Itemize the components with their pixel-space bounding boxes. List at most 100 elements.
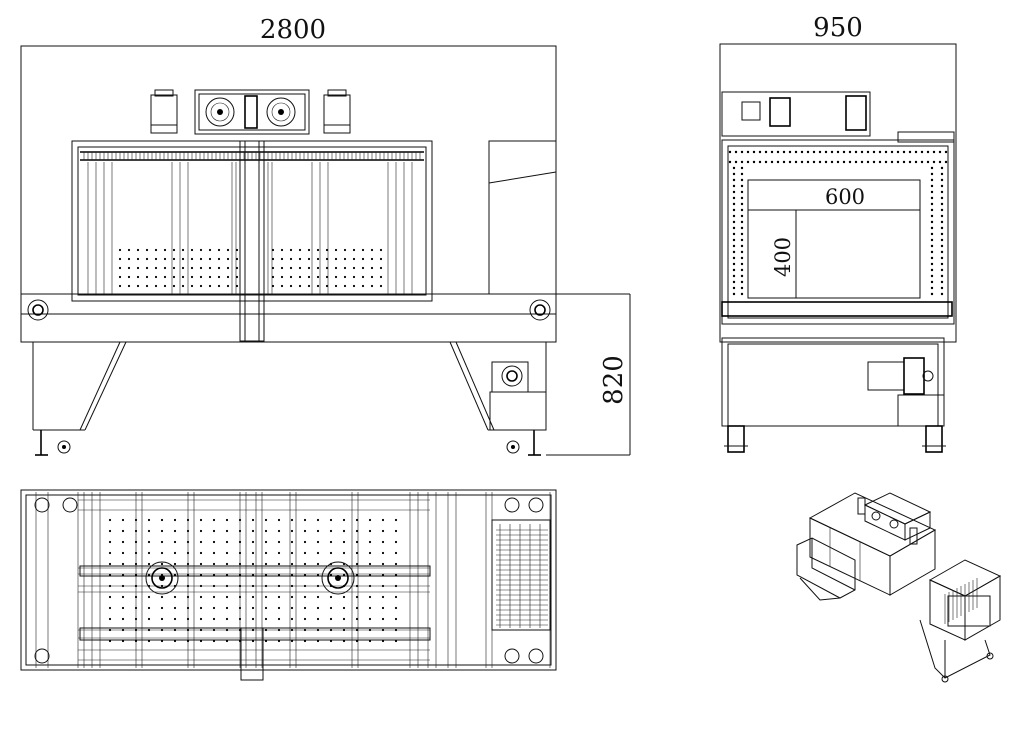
mesh-dot	[108, 551, 112, 555]
mesh-dot	[108, 639, 112, 643]
mesh-dot	[740, 280, 744, 284]
mesh-dot	[806, 160, 810, 164]
mesh-dot	[160, 639, 164, 643]
mesh-dot	[121, 628, 125, 632]
mesh-dot	[186, 628, 190, 632]
mesh-dot	[121, 584, 125, 588]
mesh-dot	[212, 540, 216, 544]
mesh-dot	[238, 573, 242, 577]
mesh-dot	[930, 280, 934, 284]
mesh-dot	[902, 150, 906, 154]
mesh-dot	[160, 540, 164, 544]
mesh-dot	[235, 257, 239, 261]
mesh-dot	[325, 275, 329, 279]
mesh-dot	[379, 275, 383, 279]
mesh-dot	[940, 202, 944, 206]
mesh-dot	[329, 628, 333, 632]
mesh-dot	[914, 160, 918, 164]
mesh-dot	[316, 284, 320, 288]
mesh-dot	[830, 150, 834, 154]
mesh-dot	[854, 160, 858, 164]
mesh-dot	[186, 518, 190, 522]
mesh-dot	[277, 617, 281, 621]
mesh-dot	[812, 150, 816, 154]
mesh-dot	[370, 284, 374, 288]
mesh-dot	[325, 257, 329, 261]
mesh-dot	[217, 248, 221, 252]
mesh-dot	[334, 266, 338, 270]
mesh-dot	[940, 232, 944, 236]
mesh-dot	[108, 573, 112, 577]
mesh-dot	[208, 284, 212, 288]
mesh-dot	[238, 551, 242, 555]
mesh-dot	[186, 551, 190, 555]
mesh-dot	[352, 266, 356, 270]
mesh-dot	[134, 617, 138, 621]
mesh-dot	[932, 150, 936, 154]
mesh-dot	[930, 166, 934, 170]
mesh-dot	[770, 150, 774, 154]
top-view-outfeed	[491, 519, 551, 631]
mesh-dot	[251, 518, 255, 522]
mesh-dot	[303, 573, 307, 577]
mesh-dot	[361, 266, 365, 270]
mesh-dot	[147, 595, 151, 599]
mesh-dot	[732, 268, 736, 272]
mesh-dot	[854, 150, 858, 154]
mesh-dot	[225, 595, 229, 599]
mesh-dot	[199, 606, 203, 610]
mesh-dot	[134, 518, 138, 522]
mesh-dot	[368, 628, 372, 632]
mesh-dot	[199, 266, 203, 270]
mesh-dot	[186, 639, 190, 643]
mesh-dot	[740, 262, 744, 266]
mesh-dot	[264, 573, 268, 577]
mesh-dot	[355, 518, 359, 522]
mesh-dot	[890, 150, 894, 154]
mesh-dot	[334, 257, 338, 261]
mesh-dot	[173, 551, 177, 555]
mesh-dot	[238, 529, 242, 533]
mesh-dot	[740, 232, 744, 236]
mesh-dot	[147, 639, 151, 643]
mesh-dot	[740, 184, 744, 188]
mesh-dot	[379, 284, 383, 288]
mesh-dot	[800, 160, 804, 164]
dimension-820: 820	[599, 355, 629, 405]
mesh-dot	[329, 617, 333, 621]
mesh-dot	[806, 150, 810, 154]
mesh-dot	[379, 257, 383, 261]
isometric-outfeed-conveyor	[944, 578, 991, 627]
mesh-dot	[121, 617, 125, 621]
mesh-dot	[154, 266, 158, 270]
mesh-dot	[740, 274, 744, 278]
mesh-dot	[342, 540, 346, 544]
mesh-dot	[355, 617, 359, 621]
mesh-dot	[145, 275, 149, 279]
mesh-dot	[770, 160, 774, 164]
mesh-dot	[940, 256, 944, 260]
mesh-dot	[930, 196, 934, 200]
mesh-dot	[225, 529, 229, 533]
mesh-dot	[303, 617, 307, 621]
mesh-dot	[199, 562, 203, 566]
mesh-dot	[181, 266, 185, 270]
mesh-dot	[277, 573, 281, 577]
mesh-dot	[136, 257, 140, 261]
mesh-dot	[199, 628, 203, 632]
mesh-dot	[343, 284, 347, 288]
mesh-dot	[740, 172, 744, 176]
mesh-dot	[944, 150, 948, 154]
mesh-dot	[368, 529, 372, 533]
mesh-dot	[940, 250, 944, 254]
mesh-dot	[896, 150, 900, 154]
mesh-dot	[108, 562, 112, 566]
mesh-dot	[764, 150, 768, 154]
mesh-dot	[163, 266, 167, 270]
mesh-dot	[734, 160, 738, 164]
mesh-dot	[794, 150, 798, 154]
mesh-dot	[134, 529, 138, 533]
mesh-dot	[930, 184, 934, 188]
mesh-dot	[251, 639, 255, 643]
mesh-dot	[121, 595, 125, 599]
